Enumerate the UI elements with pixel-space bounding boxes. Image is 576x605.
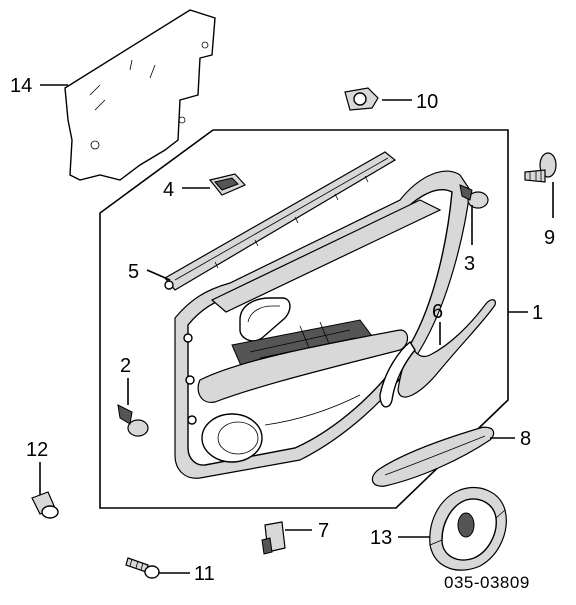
leader-lines	[39, 84, 554, 574]
retainer-7-part	[261, 521, 286, 555]
armrest-pad-part	[371, 426, 495, 487]
assembly-frame	[99, 129, 509, 509]
clip-4-part	[208, 173, 247, 196]
callout-7: 7	[318, 520, 329, 542]
sealing-screen-part	[64, 9, 216, 181]
callout-13: 13	[370, 527, 392, 549]
callout-4: 4	[163, 179, 174, 201]
callout-12: 12	[26, 439, 48, 461]
callout-labels: 14 10 4 9 3 5 1 6 2 8 12 7 13 11	[10, 75, 555, 585]
callout-11: 11	[194, 563, 215, 585]
callout-8: 8	[520, 428, 531, 450]
callout-5: 5	[128, 261, 139, 283]
screw-11-part	[125, 557, 160, 579]
callout-9: 9	[544, 227, 555, 249]
clip-2-part	[117, 404, 149, 437]
weatherstrip-part	[164, 151, 397, 291]
drawing-code: 035-03809	[444, 573, 530, 592]
callout-3: 3	[464, 253, 475, 275]
bolt-9-part	[524, 152, 557, 183]
callout-10: 10	[416, 91, 438, 113]
callout-6: 6	[432, 301, 443, 323]
callout-2: 2	[120, 355, 131, 377]
clip-3-part	[459, 184, 489, 209]
callout-14: 14	[10, 75, 32, 97]
door-trim-panel	[174, 170, 471, 479]
speaker-part	[429, 487, 507, 571]
callout-1: 1	[532, 302, 543, 324]
grommet-12-part	[31, 491, 59, 519]
connector-10-part	[344, 87, 379, 111]
pocket-trim-part	[379, 299, 496, 408]
